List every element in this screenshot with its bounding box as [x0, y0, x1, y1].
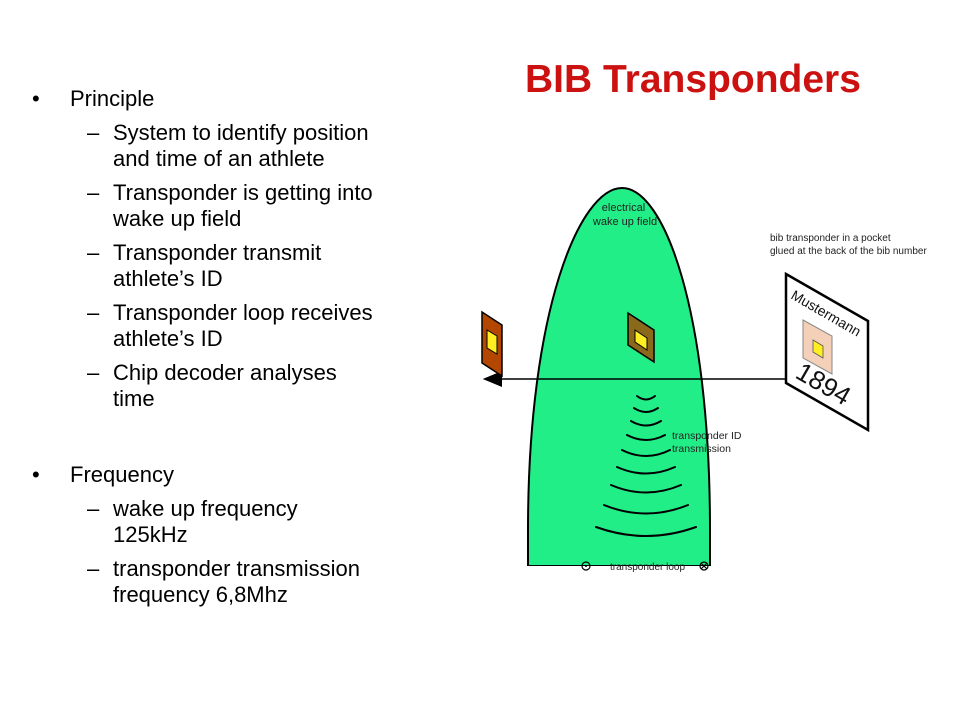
transponder-diagram: electrical wake up field transponder ID … — [481, 186, 927, 580]
transponder-chip-middle — [627, 311, 655, 364]
sub-bullet-line: Chip decoder analyses — [113, 360, 337, 385]
sub-bullet-line: frequency 6,8Mhz — [113, 582, 288, 607]
dash-glyph: – — [87, 120, 100, 145]
sub-bullet-line: wake up field — [113, 206, 242, 231]
bullet-list: • Principle – System to identify positio… — [30, 86, 450, 616]
bullet-glyph: • — [32, 86, 40, 111]
dash-glyph: – — [87, 496, 100, 521]
bullet-glyph: • — [32, 462, 40, 487]
sub-bullet: – Chip decoder analyses time — [30, 360, 450, 412]
bullet-heading: Frequency — [70, 462, 174, 487]
transmission-label: transponder ID transmission — [672, 430, 744, 455]
dash-glyph: – — [87, 556, 100, 581]
sub-bullet-line: 125kHz — [113, 522, 188, 547]
sub-bullet-line: athlete’s ID — [113, 326, 223, 351]
pocket-label: bib transponder in a pocket glued at the… — [770, 233, 927, 257]
sub-bullet-line: time — [113, 386, 155, 411]
dash-glyph: – — [87, 240, 100, 265]
sub-bullet: – Transponder transmit athlete’s ID — [30, 240, 450, 292]
sub-bullet: – Transponder is getting into wake up fi… — [30, 180, 450, 232]
sub-bullet-line: Transponder loop receives — [113, 300, 373, 325]
loop-in-icon — [699, 561, 709, 571]
loop-label: transponder loop — [610, 562, 685, 573]
field-bottom-cut — [520, 566, 720, 580]
sub-bullet: – Transponder loop receives athlete’s ID — [30, 300, 450, 352]
sub-bullet-line: System to identify position — [113, 120, 369, 145]
slide-title: BIB Transponders — [525, 58, 861, 101]
loop-out-icon — [581, 561, 591, 571]
transponder-chip-left — [481, 310, 503, 378]
section-gap — [30, 420, 450, 462]
transmission-waves — [595, 395, 697, 537]
dash-glyph: – — [87, 300, 100, 325]
sub-bullet: – transponder transmission frequency 6,8… — [30, 556, 450, 608]
dash-glyph: – — [87, 360, 100, 385]
bullet-principle: • Principle — [30, 86, 450, 112]
bullet-frequency: • Frequency — [30, 462, 450, 488]
sub-bullet: – wake up frequency 125kHz — [30, 496, 450, 548]
bib-number-card: Mustermann 1894 — [784, 271, 870, 433]
sub-bullet-line: and time of an athlete — [113, 146, 325, 171]
sub-bullet-line: Transponder is getting into — [113, 180, 373, 205]
sub-bullet-line: Transponder transmit — [113, 240, 322, 265]
bullet-heading: Principle — [70, 86, 155, 111]
sub-bullet-line: transponder transmission — [113, 556, 361, 581]
sub-bullet: – System to identify position and time o… — [30, 120, 450, 172]
sub-bullet-line: wake up frequency — [113, 496, 298, 521]
field-label: electrical wake up field — [592, 202, 657, 228]
dash-glyph: – — [87, 180, 100, 205]
sub-bullet-line: athlete’s ID — [113, 266, 223, 291]
